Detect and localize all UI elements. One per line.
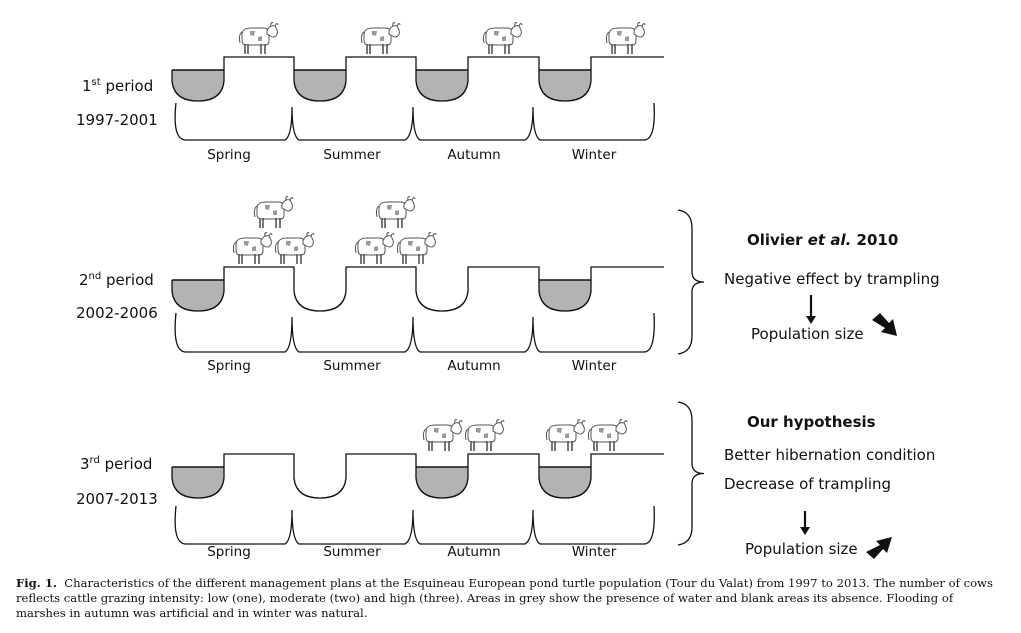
season-label: Summer [323,358,381,374]
cow-icon [274,231,315,265]
season-label: Autumn [447,358,501,374]
water-fill [172,467,224,498]
season-label: Spring [207,147,251,163]
arrow-down-icon [800,527,810,535]
water-fill [416,70,468,101]
season-label: Winter [571,358,617,374]
period-1-label: 1st period [82,77,154,95]
brace-icon [677,209,705,355]
brace-icon [677,401,705,546]
cow-icon [360,21,401,55]
cow-icon [587,418,628,452]
season-label: Spring [207,544,251,560]
season-label: Summer [323,147,381,163]
arrow-trend-icon [872,313,897,336]
period-3-years: 2007-2013 [76,490,158,508]
marsh-profile [171,56,664,102]
water-fill [539,70,591,101]
cow-icon [545,418,586,452]
water-fill [539,467,591,498]
cow-icon [238,21,279,55]
period-2-label: 2nd period [79,271,154,289]
arrow-down-icon [806,316,816,324]
arrow-trend-icon [866,537,892,559]
water-fill [539,280,591,311]
period-1-years: 1997-2001 [76,111,158,129]
cow-icon [354,231,395,265]
note-3-line2: Decrease of trampling [724,475,892,493]
note-3-line1: Better hibernation condition [724,446,936,464]
marsh-profile [171,266,664,312]
season-label: Winter [571,147,617,163]
cow-icon [422,418,463,452]
note-3-line3: Population size [745,540,858,558]
season-label: Autumn [447,544,501,560]
cow-icon [605,21,646,55]
note-3-title: Our hypothesis [747,413,876,431]
season-label: Winter [571,544,617,560]
cow-icon [253,195,294,229]
cow-icon [396,231,437,265]
water-fill [416,467,468,498]
note-2-title: Olivier et al. 2010 [747,231,899,249]
cow-icon [375,195,416,229]
note-2-line1: Negative effect by trampling [724,270,940,288]
period-3-label: 3rd period [80,455,153,473]
season-label: Autumn [447,147,501,163]
note-2-line2: Population size [751,325,864,343]
period-2-years: 2002-2006 [76,304,158,322]
marsh-profile [171,453,664,499]
season-label: Summer [323,544,381,560]
cow-icon [482,21,523,55]
water-fill [294,70,346,101]
season-bracket [174,312,655,353]
season-bracket [174,102,655,141]
cow-icon [232,231,273,265]
season-label: Spring [207,358,251,374]
season-bracket [174,505,655,545]
figure-caption: Fig. 1. Characteristics of the different… [16,576,993,620]
cow-icon [464,418,505,452]
water-fill [172,280,224,311]
water-fill [172,70,224,101]
